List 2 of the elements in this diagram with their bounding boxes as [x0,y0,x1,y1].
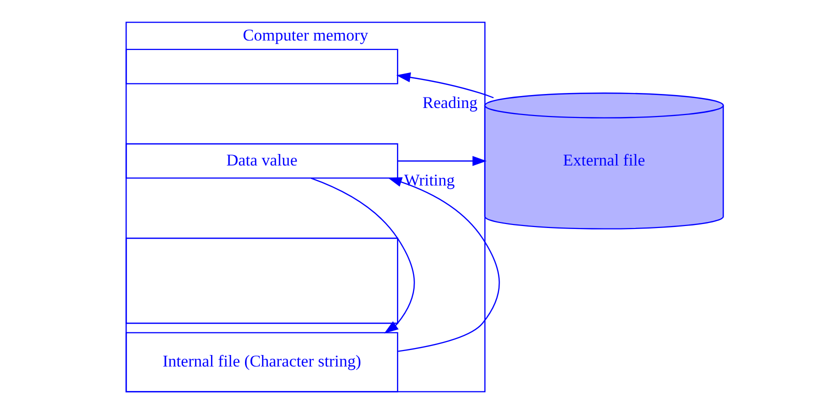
edge-label: Reading [422,92,478,112]
edge-label: Writing [404,170,455,190]
